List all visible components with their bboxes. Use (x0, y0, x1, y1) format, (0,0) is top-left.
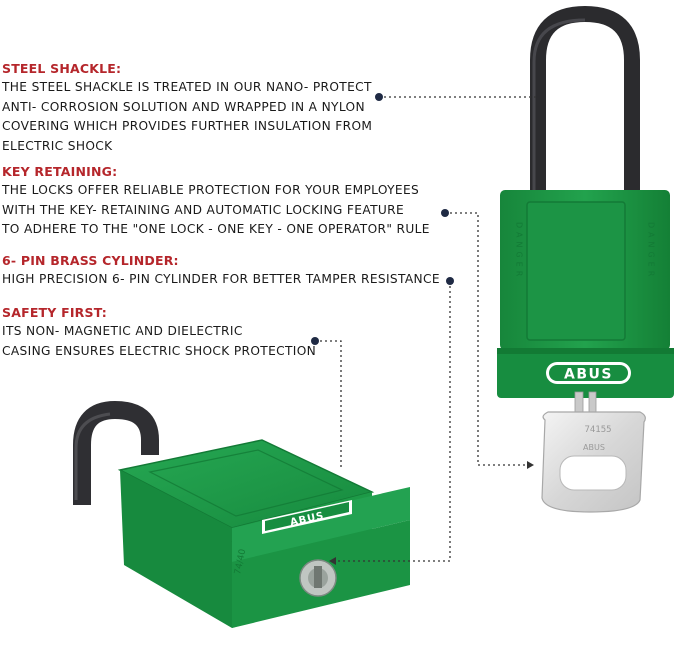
upright-danger-emboss: DANGER (515, 222, 524, 280)
upright-shackle (530, 5, 640, 198)
callout-dot-steel-shackle (375, 93, 383, 101)
connector-key-retaining (445, 212, 527, 466)
connector-safety (315, 340, 342, 470)
tilted-shackle (73, 400, 159, 505)
upright-padlock: DANGER DANGER ABUS 74155 ABUS (497, 5, 674, 513)
tilted-padlock: ABUS 74/40 (73, 400, 410, 628)
feature-line: WITH THE KEY- RETAINING AND AUTOMATIC LO… (2, 202, 405, 217)
feature-heading: SAFETY FIRST: (2, 305, 107, 320)
feature-line: ITS NON- MAGNETIC AND DIELECTRIC (2, 324, 243, 338)
connector-cylinder (336, 281, 451, 562)
callout-dot-safety (311, 337, 319, 345)
feature-heading: STEEL SHACKLE: (2, 61, 122, 76)
tilted-side-face (120, 470, 232, 628)
upright-brand-logo: ABUS (564, 367, 613, 383)
feature-heading: 6- PIN BRASS CYLINDER: (2, 253, 179, 268)
feature-line: THE LOCKS OFFER RELIABLE PROTECTION FOR … (2, 183, 420, 197)
feature-steel-shackle: STEEL SHACKLE: THE STEEL SHACKLE IS TREA… (2, 60, 372, 156)
feature-line: ANTI- CORROSION SOLUTION AND WRAPPED IN … (2, 99, 365, 114)
arrow-key-retaining-icon (527, 461, 534, 469)
feature-key-retaining: KEY RETAINING: THE LOCKS OFFER RELIABLE … (2, 163, 430, 240)
key-code: 74155 (584, 425, 611, 435)
feature-heading: KEY RETAINING: (2, 164, 118, 179)
feature-line: HIGH PRECISION 6- PIN CYLINDER FOR BETTE… (2, 272, 440, 286)
callout-dot-cylinder (446, 277, 454, 285)
feature-line: THE STEEL SHACKLE IS TREATED IN OUR NANO… (2, 80, 372, 94)
upright-danger-emboss-right: DANGER (647, 222, 656, 280)
callout-dot-key-retaining (441, 209, 449, 217)
key: 74155 ABUS (541, 391, 646, 513)
callout-connectors (315, 96, 538, 562)
feature-brass-cylinder: 6- PIN BRASS CYLINDER: HIGH PRECISION 6-… (2, 252, 440, 290)
feature-line: COVERING WHICH PROVIDES FURTHER INSULATI… (2, 119, 373, 133)
feature-line: ELECTRIC SHOCK (2, 138, 113, 153)
key-brand: ABUS (583, 443, 605, 452)
arrow-cylinder-icon (329, 557, 336, 565)
feature-line: CASING ENSURES ELECTRIC SHOCK PROTECTION (2, 343, 317, 358)
feature-line: TO ADHERE TO THE "ONE LOCK - ONE KEY - O… (2, 222, 430, 236)
feature-safety-first: SAFETY FIRST: ITS NON- MAGNETIC AND DIEL… (2, 304, 316, 361)
